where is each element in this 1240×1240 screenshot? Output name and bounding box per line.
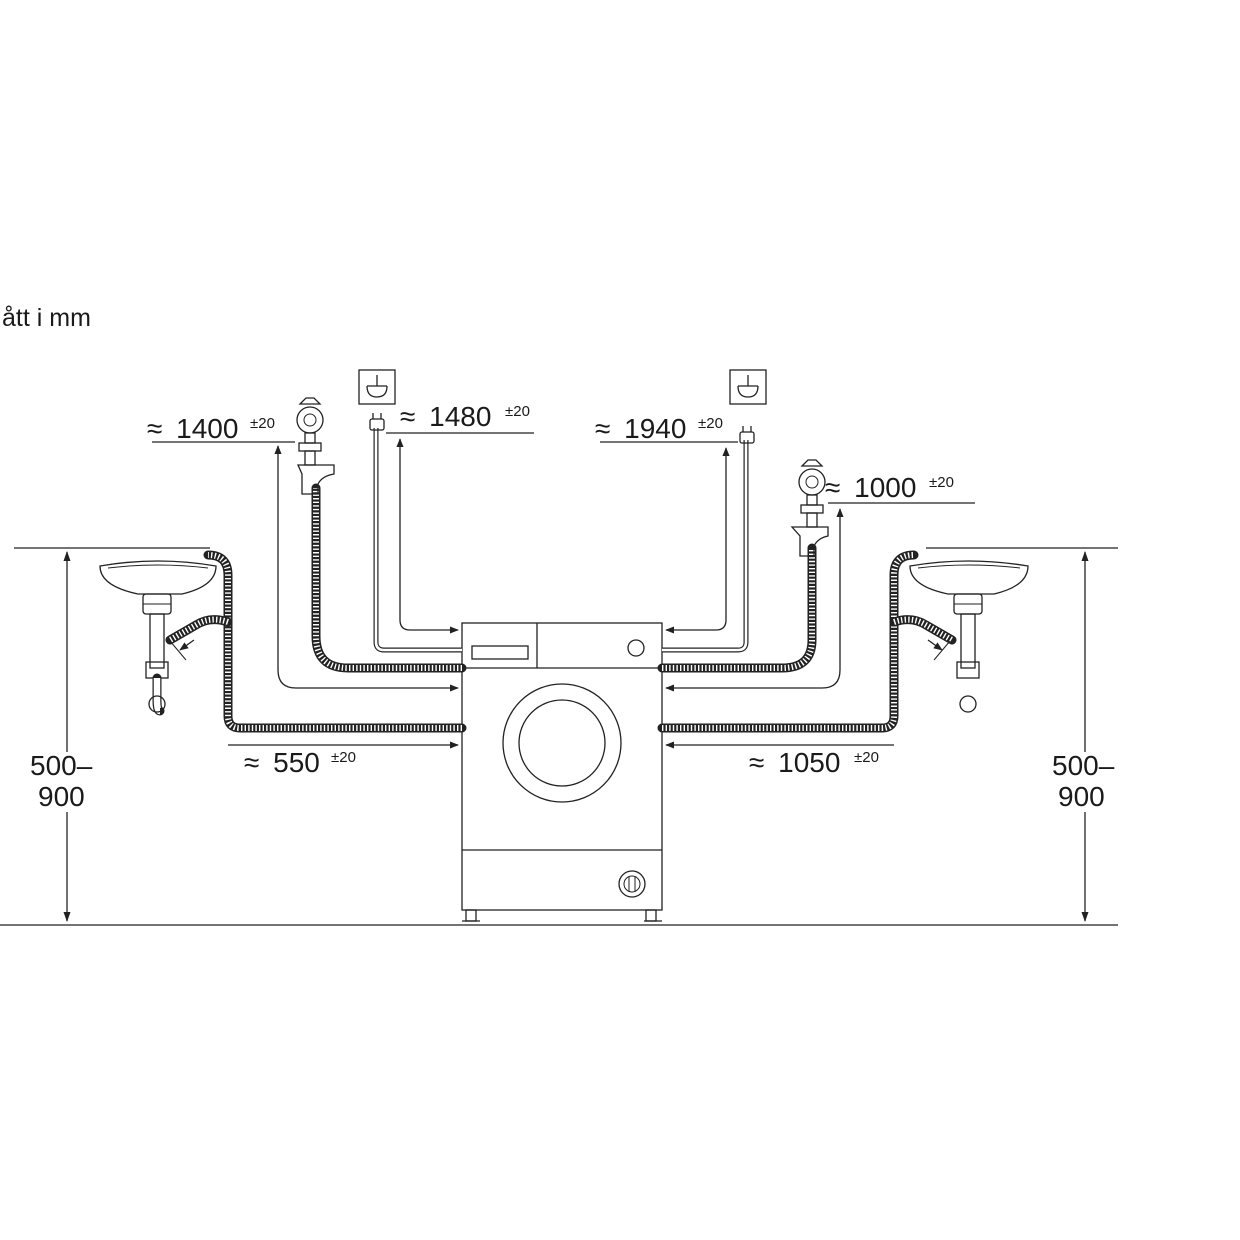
water-tap-left-icon (296, 397, 335, 495)
approx-symbol: ≈ (244, 747, 259, 778)
washing-machine-icon (461, 622, 663, 922)
inlet-hose-left (311, 483, 467, 673)
units-note: ått i mm (2, 304, 91, 332)
plug-left-icon (369, 413, 385, 431)
sink-right-icon (909, 560, 1029, 713)
inlet-hose-right-value: 1000 (854, 472, 916, 503)
approx-symbol: ≈ (147, 413, 162, 444)
inlet-hose-right-leader (665, 502, 975, 692)
power-cable-right-value: 1940 (624, 413, 686, 444)
label-power-cable-left: ≈ 1480 ±20 (400, 401, 530, 432)
power-cable-left-leader (386, 432, 534, 634)
label-power-cable-right: ≈ 1940 ±20 (595, 413, 723, 444)
approx-symbol: ≈ (749, 747, 764, 778)
svg-text:≈ 1940: ≈ 1940 (595, 413, 686, 444)
sink-height-left-line1: 500– (30, 750, 93, 781)
label-inlet-hose-left: ≈ 1400 ±20 (147, 413, 275, 444)
svg-text:≈ 1480: ≈ 1480 (400, 401, 491, 432)
drain-hose-right-leader (665, 639, 951, 749)
power-cable-left (373, 428, 462, 653)
svg-text:≈ 1000: ≈ 1000 (825, 472, 916, 503)
power-cable-right-leader (600, 441, 738, 634)
approx-symbol: ≈ (825, 472, 840, 503)
drain-hose-right-value: 1050 (778, 747, 840, 778)
approx-symbol: ≈ (595, 413, 610, 444)
power-cable-left-tolerance: ±20 (505, 403, 530, 420)
svg-text:≈ 1400: ≈ 1400 (147, 413, 238, 444)
drain-hose-right (657, 550, 957, 733)
drain-hose-left-leader (169, 639, 459, 749)
sink-height-left-dimension: 500– 900 (14, 547, 210, 922)
svg-text:≈ 1050: ≈ 1050 (749, 747, 840, 778)
socket-left-icon (358, 369, 396, 405)
svg-text:≈ 550: ≈ 550 (244, 747, 320, 778)
power-cable-left-value: 1480 (429, 401, 491, 432)
inlet-hose-left-leader (152, 441, 459, 692)
inlet-hose-left-value: 1400 (176, 413, 238, 444)
power-cable-right (662, 440, 749, 653)
sink-height-right-line2: 900 (1058, 781, 1105, 812)
drain-hose-left-tolerance: ±20 (331, 749, 356, 766)
label-drain-hose-right: ≈ 1050 ±20 (749, 747, 879, 778)
drain-hose-right-tolerance: ±20 (854, 749, 879, 766)
approx-symbol: ≈ (400, 401, 415, 432)
sink-height-right-line1: 500– (1052, 750, 1115, 781)
sink-left-icon (99, 560, 217, 716)
drain-hose-left (165, 550, 467, 733)
sink-height-right-dimension: 500– 900 (926, 547, 1118, 922)
inlet-hose-left-tolerance: ±20 (250, 415, 275, 432)
water-tap-right-icon (790, 459, 829, 557)
label-inlet-hose-right: ≈ 1000 ±20 (825, 472, 954, 503)
plug-right-icon (739, 426, 755, 444)
socket-right-icon (729, 369, 767, 405)
sink-height-left-line2: 900 (38, 781, 85, 812)
power-cable-right-tolerance: ±20 (698, 415, 723, 432)
inlet-hose-right-tolerance: ±20 (929, 474, 954, 491)
label-drain-hose-left: ≈ 550 ±20 (244, 747, 356, 778)
drain-hose-left-value: 550 (273, 747, 320, 778)
